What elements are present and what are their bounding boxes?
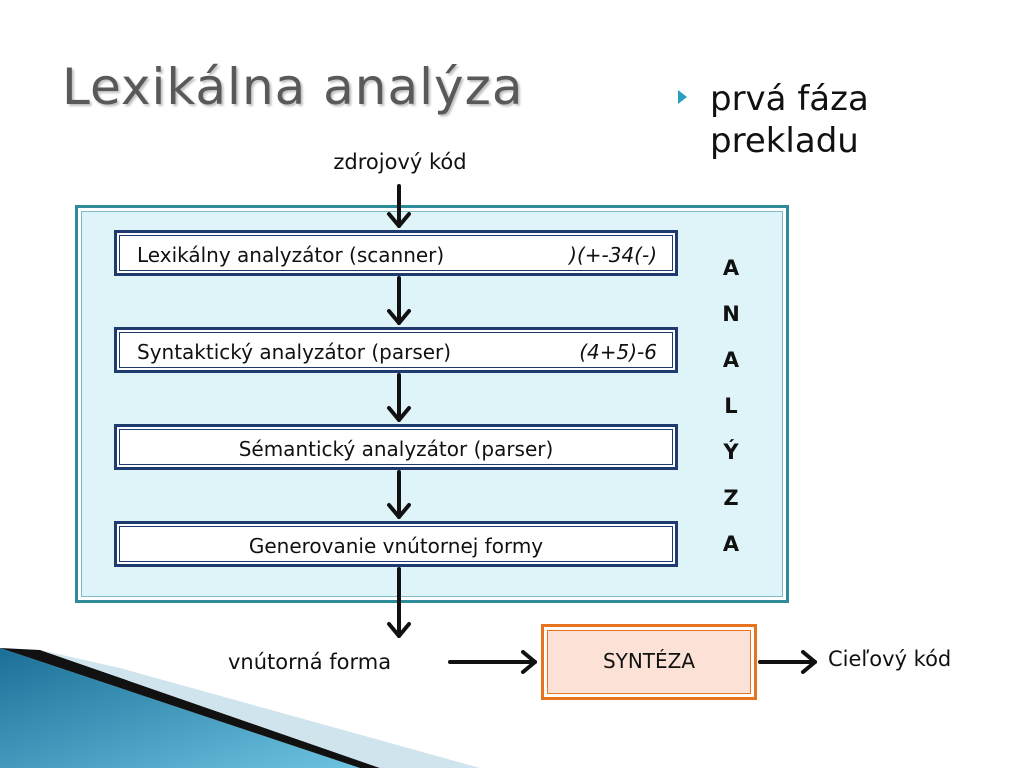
stage-name: Generovanie vnútornej formy — [248, 534, 544, 558]
swoosh-black-stripe — [0, 648, 380, 768]
vertical-letter: A — [722, 532, 740, 556]
vertical-letter: A — [722, 256, 740, 280]
arrow-synthesis-to-target — [758, 650, 817, 674]
stage-name: Sémantický analyzátor (parser) — [238, 437, 554, 461]
swoosh-light-stripe — [40, 650, 480, 768]
slide-title: Lexikálna analýza — [62, 58, 524, 116]
bullet-arrow-icon — [678, 90, 687, 104]
stage-name: Lexikálny analyzátor (scanner) — [137, 243, 445, 267]
vertical-letter: N — [722, 302, 740, 326]
source-code-label: zdrojový kód — [333, 150, 467, 174]
stage-example: )(+-34(-) — [569, 243, 657, 267]
arrow-semantic-to-generation — [387, 470, 411, 519]
stage-internal-form-generation: Generovanie vnútornej formy — [114, 521, 678, 567]
arrow-source-to-lexical — [387, 184, 411, 228]
synthesis-box: SYNTÉZA — [541, 624, 757, 700]
synthesis-label: SYNTÉZA — [602, 649, 696, 673]
target-code-label: Cieľový kód — [828, 647, 952, 671]
arrow-generation-to-internal-form — [387, 567, 411, 638]
arrow-syntactic-to-semantic — [387, 373, 411, 422]
stage-name: Syntaktický analyzátor (parser) — [137, 340, 452, 364]
vertical-letter: Z — [723, 486, 739, 510]
stage-syntactic-analyzer: Syntaktický analyzátor (parser) (4+5)-6 — [114, 327, 678, 373]
vertical-letter: A — [722, 348, 740, 372]
bullet-text: prvá fáza prekladu — [710, 79, 869, 161]
stage-example: (4+5)-6 — [579, 340, 657, 364]
arrow-lexical-to-syntactic — [387, 276, 411, 325]
stage-lexical-analyzer: Lexikálny analyzátor (scanner) )(+-34(-) — [114, 230, 678, 276]
vertical-letter: L — [724, 394, 738, 418]
internal-form-label: vnútorná forma — [228, 650, 392, 674]
arrow-internal-form-to-synthesis — [448, 650, 537, 674]
vertical-analysis-label: A N A L Ý Z A — [713, 256, 749, 578]
stage-semantic-analyzer: Sémantický analyzátor (parser) — [114, 424, 678, 470]
vertical-letter: Ý — [723, 440, 739, 464]
